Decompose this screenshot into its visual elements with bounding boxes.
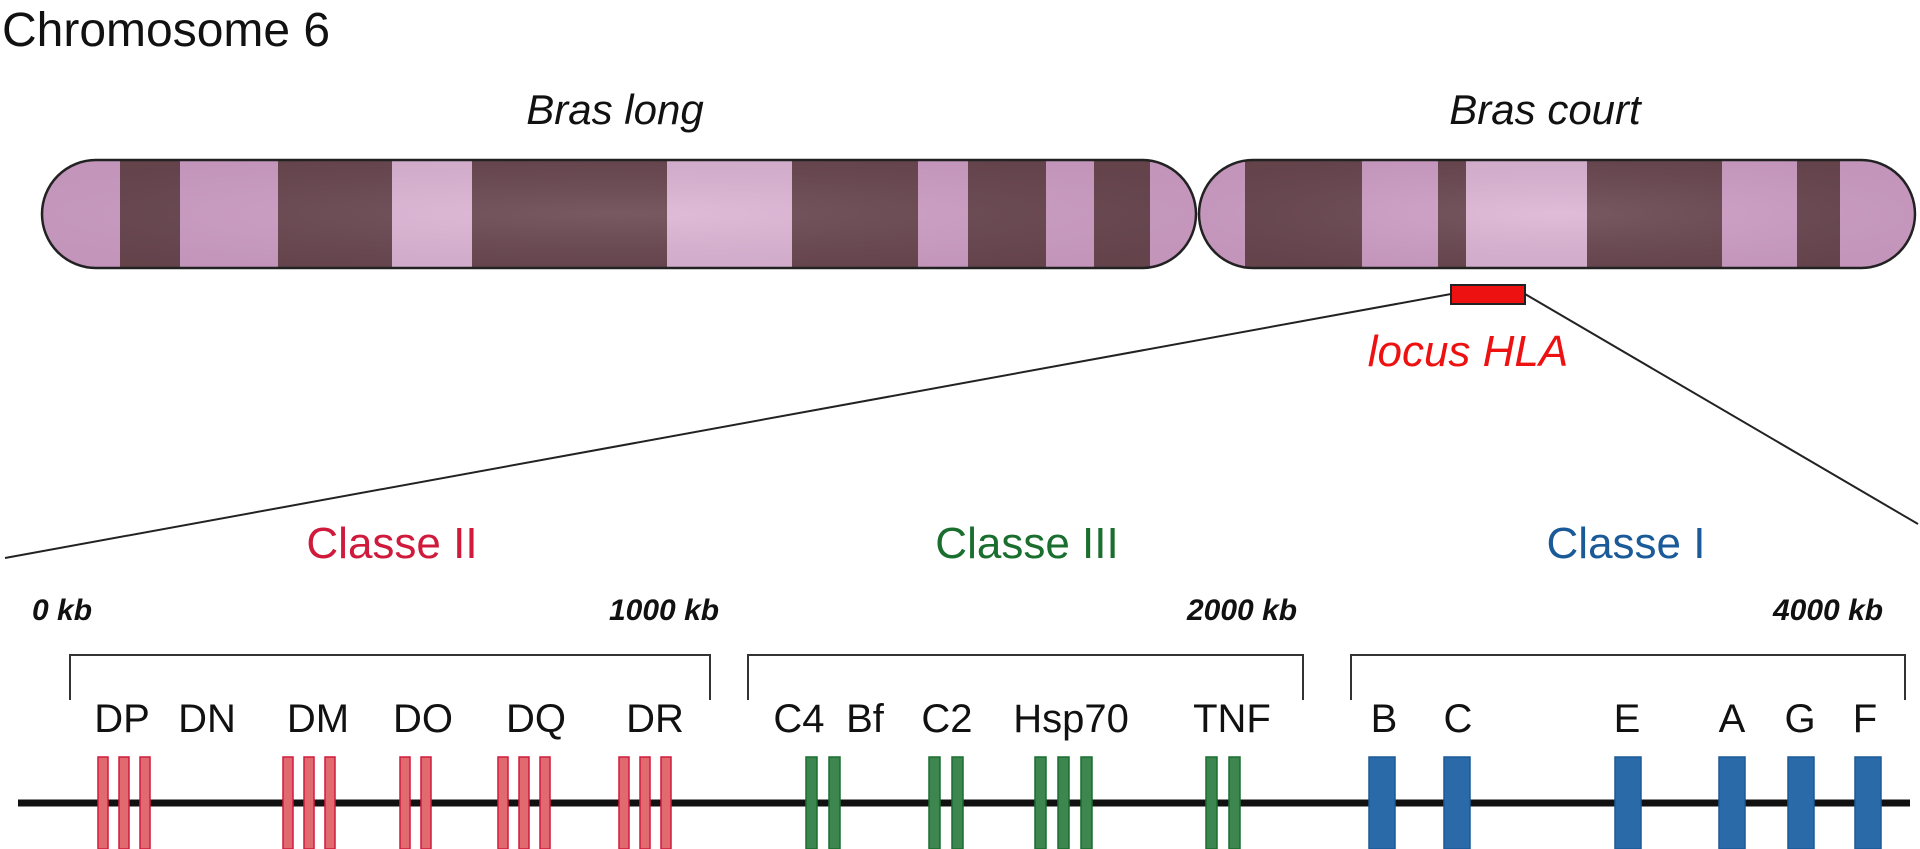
scale-label-1000kb: 1000 kb (609, 594, 719, 627)
gene-bar-dq (518, 756, 530, 849)
class-iii-label: Classe III (935, 519, 1118, 568)
chromosome-long-arm (40, 158, 1198, 270)
gene-label-c4: C4 (773, 697, 824, 741)
class-ii-label: Classe II (306, 519, 477, 568)
gene-bar-dm (324, 756, 336, 849)
gene-label-dr: DR (626, 697, 684, 741)
gene-bar-c2 (928, 756, 941, 849)
gene-bar-tnf (1205, 756, 1218, 849)
gene-bar-tnf (1228, 756, 1241, 849)
gene-label-hsp70: Hsp70 (1013, 697, 1129, 741)
gene-bar-hsp70 (1034, 756, 1047, 849)
gene-bar-f (1854, 756, 1882, 849)
gene-label-do: DO (393, 697, 453, 741)
gene-label-dn: DN (178, 697, 236, 741)
gene-label-c: C (1444, 697, 1473, 741)
gene-bars (97, 756, 1882, 849)
gene-bar-b (1368, 756, 1396, 849)
gene-label-dm: DM (287, 697, 349, 741)
band-shading (1199, 160, 1915, 268)
gene-label-g: G (1784, 697, 1815, 741)
gene-bar-dm (303, 756, 315, 849)
gene-bar-hsp70 (1057, 756, 1070, 849)
diagram-title: Chromosome 6 (2, 4, 330, 57)
gene-bar-c2 (951, 756, 964, 849)
gene-bar-dq (497, 756, 509, 849)
class-ii-bracket (69, 654, 711, 700)
zoom-line-right (1524, 293, 1919, 525)
gene-bar-dp (97, 756, 109, 849)
class-iii-bracket (747, 654, 1304, 700)
gene-bar-do (399, 756, 411, 849)
gene-label-a: A (1719, 697, 1746, 741)
gene-label-tnf: TNF (1193, 697, 1271, 741)
scale-label-4000kb: 4000 kb (1772, 594, 1883, 627)
gene-bar-dr (618, 756, 630, 849)
gene-bar-do (420, 756, 432, 849)
gene-label-f: F (1853, 697, 1877, 741)
scale-label-0kb: 0 kb (32, 594, 92, 627)
gene-bar-c (1443, 756, 1471, 849)
gene-bar-hsp70 (1080, 756, 1093, 849)
class-i-bracket (1350, 654, 1906, 700)
gene-label-c2: C2 (921, 697, 972, 741)
gene-bar-g (1787, 756, 1815, 849)
gene-bar-dr (639, 756, 651, 849)
zoom-line-left (4, 293, 1452, 559)
gene-label-dp: DP (94, 697, 150, 741)
class-i-label: Classe I (1547, 519, 1706, 568)
chromosome-short-arm (1197, 158, 1917, 270)
gene-label-b: B (1371, 697, 1398, 741)
gene-bar-e (1614, 756, 1642, 849)
gene-bar-dp (118, 756, 130, 849)
gene-label-dq: DQ (506, 697, 566, 741)
gene-bar-dp (139, 756, 151, 849)
scale-label-2000kb: 2000 kb (1186, 594, 1297, 627)
gene-bar-a (1718, 756, 1746, 849)
gene-label-bf: Bf (846, 697, 885, 741)
arm-short-label: Bras court (1449, 86, 1643, 133)
band-shading (42, 160, 1196, 268)
gene-bar-c4 (828, 756, 841, 849)
gene-bar-dq (539, 756, 551, 849)
gene-bar-dm (282, 756, 294, 849)
gene-label-e: E (1614, 697, 1641, 741)
gene-bar-dr (660, 756, 672, 849)
gene-bar-c4 (805, 756, 818, 849)
hla-locus-label: locus HLA (1368, 327, 1569, 376)
arm-long-label: Bras long (526, 86, 703, 133)
hla-locus-marker (1450, 284, 1526, 305)
